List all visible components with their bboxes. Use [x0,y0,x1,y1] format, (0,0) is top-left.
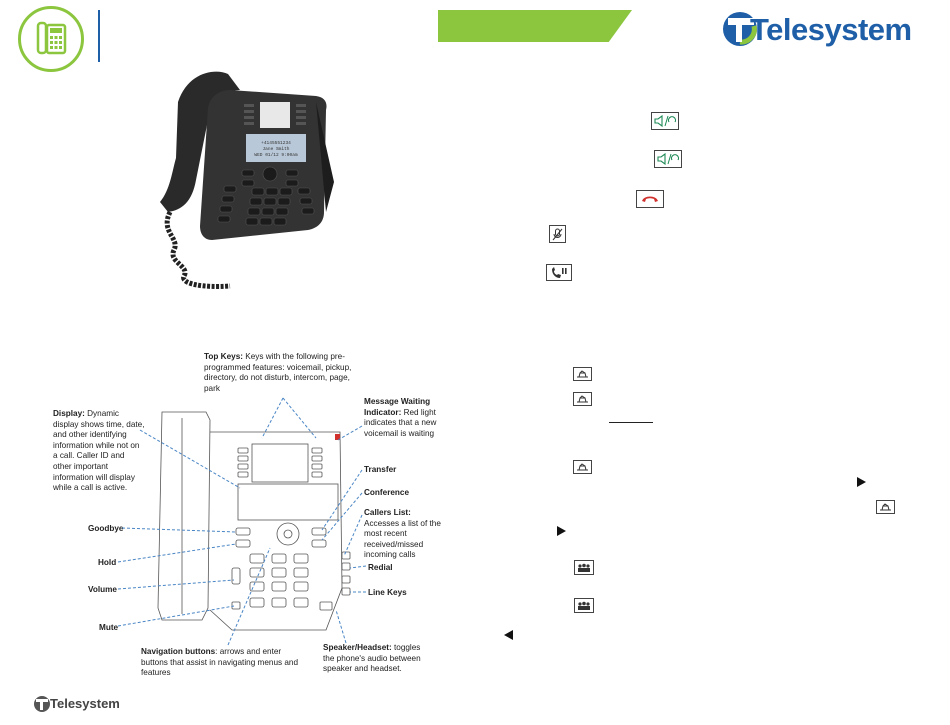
conference-icon-2 [574,598,594,613]
label-line-keys: Line Keys [368,588,407,597]
line-key-icon-2 [573,392,592,406]
label-mute: Mute [99,623,119,632]
svg-text:WED 01/12 9:00am: WED 01/12 9:00am [254,152,298,158]
label-hold: Hold [98,558,117,567]
footer-logo-wordmark: Telesystem [50,696,120,711]
label-callers-list: Callers List: Accesses a list of the mos… [364,508,441,560]
line-key-icon-3 [573,460,592,474]
label-top-keys: Top Keys: Keys with the following pre-pr… [204,352,352,393]
label-display: Display: Dynamic display shows time, dat… [53,409,145,493]
hold-icon [546,264,572,281]
conference-icon [574,560,594,575]
logo-wordmark: Telesystem [750,12,912,47]
telesystem-logo: Telesystem [720,4,925,56]
label-transfer: Transfer [364,465,397,474]
label-speaker-headset: Speaker/Headset: toggles the phone's aud… [323,643,421,674]
label-goodbye: Goodbye [88,524,124,533]
label-message-waiting: Message Waiting Indicator: Red light ind… [364,397,437,438]
label-volume: Volume [88,585,117,594]
header-green-tab [438,10,632,42]
underline-rule [609,422,653,423]
desk-phone-badge-icon [18,6,84,72]
hangup-icon [636,190,664,208]
speaker-headset-icon-2 [654,150,682,168]
play-arrow-icon-2 [557,526,566,536]
phone-diagram [140,398,355,638]
phone-photo: +4145551234 Jane Smith WED 01/12 9:00am [120,62,340,292]
label-navigation: Navigation buttons: arrows and enter but… [141,647,299,678]
footer-telesystem-logo: Telesystem [33,694,123,714]
label-conference: Conference [364,488,410,497]
svg-text:Jane Smith: Jane Smith [262,146,289,152]
play-arrow-icon [857,477,866,487]
back-arrow-icon [504,630,513,640]
header-divider [98,10,100,62]
line-key-icon-4 [876,500,895,514]
svg-text:+4145551234: +4145551234 [261,140,291,146]
mute-icon [549,225,566,243]
label-redial: Redial [368,563,393,572]
line-key-icon-1 [573,367,592,381]
speaker-headset-icon [651,112,679,130]
